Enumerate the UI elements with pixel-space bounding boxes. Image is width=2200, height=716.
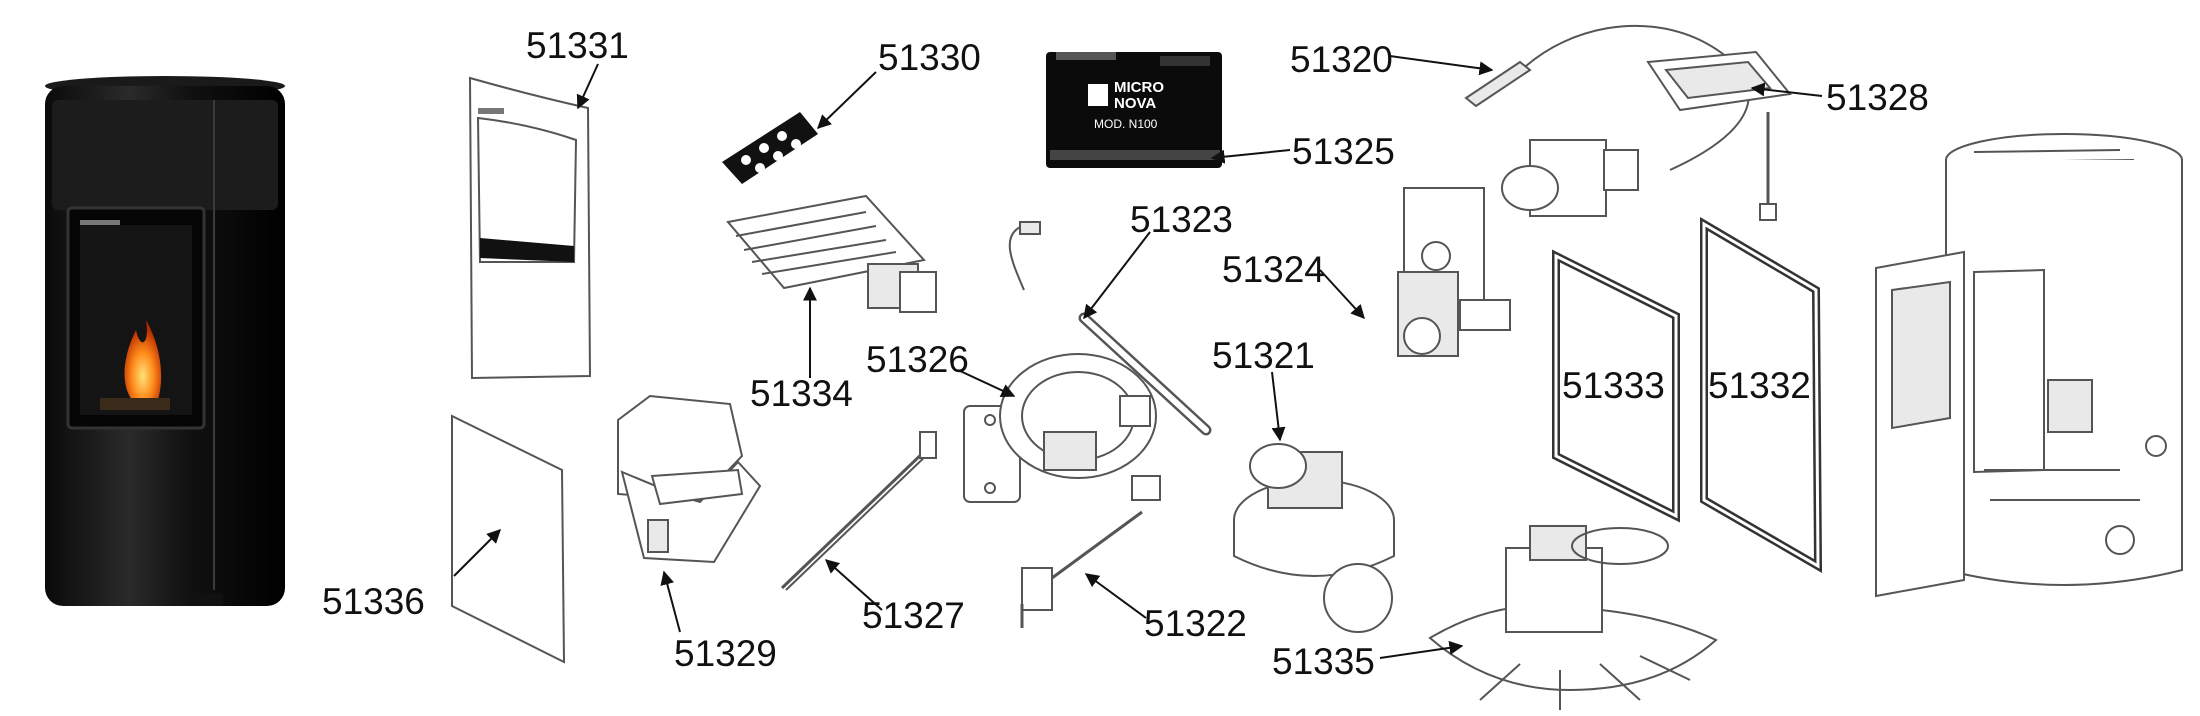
part-label-51332: 51332 [1708, 365, 1811, 406]
display-panel-51328 [1646, 50, 1792, 221]
part-label-51327: 51327 [862, 595, 965, 636]
stove-product-photo [45, 76, 285, 606]
front-panel-51331 [468, 76, 592, 380]
part-label-51333: 51333 [1562, 365, 1665, 406]
combustion-fan-51335 [1428, 525, 1718, 710]
part-label-51320: 51320 [1290, 39, 1393, 80]
tangential-fan-51334 [726, 194, 937, 313]
part-label-51324: 51324 [1222, 249, 1325, 290]
igniter-plate-51322 [1020, 475, 1161, 628]
part-label-51335: 51335 [1272, 641, 1375, 682]
part-label-51334: 51334 [750, 373, 853, 414]
part-label-51323: 51323 [1130, 199, 1233, 240]
part-label-51331: 51331 [526, 25, 629, 66]
micronova-brand-top: MICRO [1114, 79, 1164, 96]
part-label-51322: 51322 [1144, 603, 1247, 644]
smoke-extractor-51321 [1233, 443, 1395, 633]
leader-lines [453, 55, 1823, 659]
gasket-51333 [1552, 249, 1680, 523]
pressure-switch-51326 [963, 353, 1157, 503]
part-label-51336: 51336 [322, 581, 425, 622]
part-label-51321: 51321 [1212, 335, 1315, 376]
part-label-51326: 51326 [866, 339, 969, 380]
safety-thermostat-51320 [1464, 24, 1750, 217]
temperature-probe-51323 [1008, 221, 1212, 436]
cable-51327 [780, 431, 937, 591]
stove-cutaway-drawing [1875, 133, 2183, 598]
part-label-51325: 51325 [1292, 131, 1395, 172]
part-labels: 51331 51330 51320 51328 51325 51323 5132… [322, 25, 1929, 682]
part-label-51330: 51330 [878, 37, 981, 78]
control-board-51325: MICRO NOVA MOD. N100 [1046, 52, 1222, 168]
part-label-51329: 51329 [674, 633, 777, 674]
part-label-51328: 51328 [1826, 77, 1929, 118]
micronova-brand-bottom: NOVA [1114, 95, 1156, 112]
pellet-hopper-51329 [617, 394, 762, 564]
remote-control-51330 [722, 112, 818, 184]
gasket-51332 [1700, 217, 1823, 573]
glass-plate-51336 [451, 414, 566, 664]
gear-motor-51324 [1397, 187, 1511, 357]
micronova-model: MOD. N100 [1094, 117, 1158, 131]
